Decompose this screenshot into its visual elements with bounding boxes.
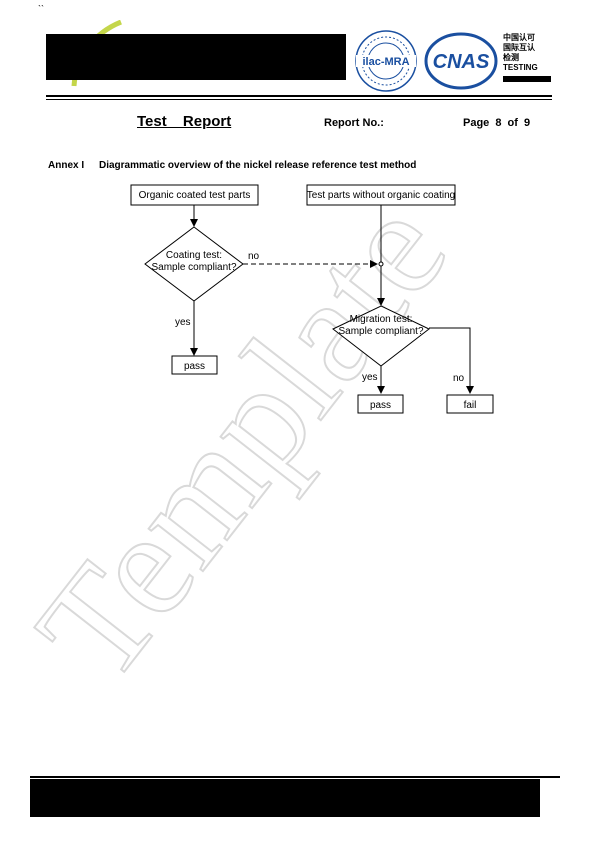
header-rule-thin xyxy=(46,99,552,100)
redacted-footer xyxy=(30,779,540,817)
label-no-1: no xyxy=(248,251,260,262)
corner-mark: `` xyxy=(38,4,44,14)
arrow-to-fail xyxy=(429,327,474,394)
cnas-label: CNAS xyxy=(433,51,490,73)
cnas-line-3: 检测 xyxy=(503,53,519,62)
annex-title: Diagrammatic overview of the nickel rele… xyxy=(99,160,417,171)
redacted-company-header xyxy=(46,34,346,80)
migration-q-line1: Migration test: xyxy=(350,314,413,325)
redacted-caption xyxy=(503,76,551,82)
ilac-mra-logo-icon: ilac-MRA xyxy=(355,30,417,92)
box-pass-2-text: pass xyxy=(370,400,391,411)
box-pass-1-text: pass xyxy=(184,361,205,372)
label-yes-2: yes xyxy=(362,372,378,383)
box-fail-text: fail xyxy=(464,400,477,411)
migration-q-line2: Sample compliant? xyxy=(338,326,423,337)
box-fail: fail xyxy=(446,394,494,414)
report-number-label: Report No.: xyxy=(324,117,384,129)
cnas-line-4: TESTING xyxy=(503,63,538,72)
label-no-2: no xyxy=(453,373,465,384)
label-yes-1: yes xyxy=(175,317,191,328)
coating-q-line2: Sample compliant? xyxy=(151,262,236,273)
annex-label: Annex I xyxy=(48,160,85,171)
box-without-coating-text: Test parts without organic coating xyxy=(307,190,455,201)
ilac-label: ilac-MRA xyxy=(362,56,409,68)
box-pass-1: pass xyxy=(171,355,218,375)
footer-rule xyxy=(30,776,560,778)
cnas-logo-icon: CNAS xyxy=(424,32,498,90)
box-without-coating: Test parts without organic coating xyxy=(306,184,456,206)
box-organic-coated: Organic coated test parts xyxy=(130,184,259,206)
junction-node xyxy=(378,261,384,267)
page-indicator: Page 8 of 9 xyxy=(463,117,531,129)
coating-q-line1: Coating test: xyxy=(166,250,222,261)
box-organic-coated-text: Organic coated test parts xyxy=(139,190,251,201)
cnas-line-2: 国际互认 xyxy=(503,43,535,52)
box-pass-2: pass xyxy=(357,394,404,414)
diamond-migration-test: Migration test: Sample compliant? xyxy=(332,305,430,367)
cnas-caption: 中国认可 国际互认 检测 TESTING xyxy=(503,33,538,73)
report-title: Test Report xyxy=(137,113,232,130)
diamond-coating-test: Coating test: Sample compliant? xyxy=(144,226,244,302)
header-rule xyxy=(46,95,552,97)
cnas-line-1: 中国认可 xyxy=(503,33,535,42)
